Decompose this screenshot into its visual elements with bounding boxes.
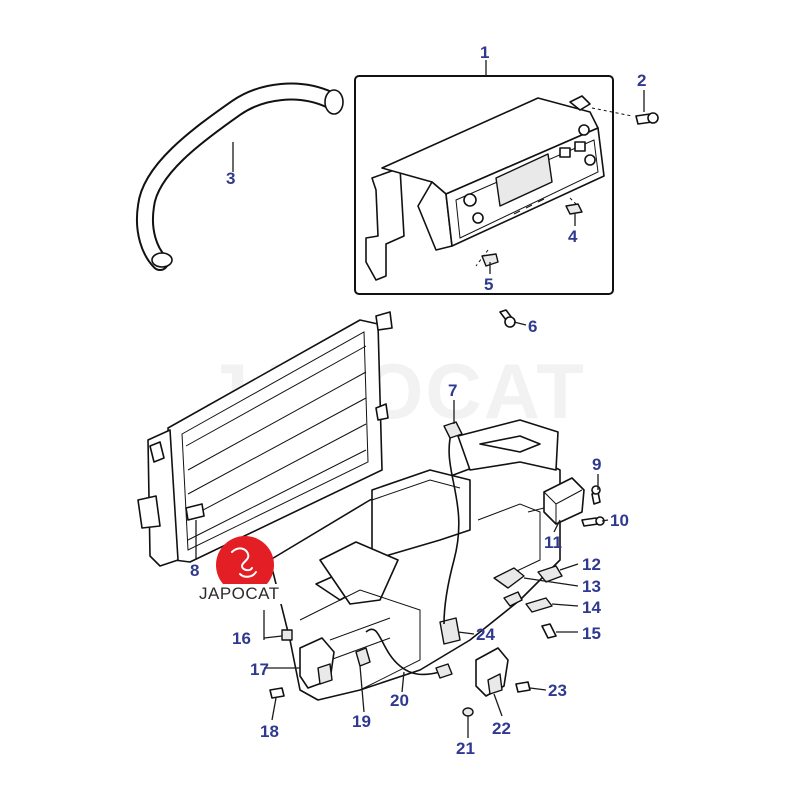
- panel-button: [578, 124, 590, 136]
- logo-text: JAPOCAT: [199, 584, 280, 603]
- callout-21: 21: [456, 739, 475, 758]
- panel-button: [472, 212, 484, 224]
- screw-part-10: [581, 516, 605, 527]
- panel-display: [495, 153, 553, 207]
- callout-labels: 1 2 3 4 5 6 7 8 9 10 11 12 13 14 15 16 1…: [190, 43, 646, 758]
- callout-11: 11: [544, 533, 562, 552]
- module-part-11: [527, 477, 585, 525]
- bracket-part-14: [525, 597, 553, 613]
- resistor-part-17: [299, 637, 335, 689]
- logo-circle: [216, 536, 274, 594]
- callout-10: 10: [610, 511, 629, 530]
- japocat-logo: JAPOCAT: [196, 536, 284, 604]
- callout-5: 5: [484, 275, 493, 294]
- panel-knob-left: [463, 193, 477, 207]
- panel-button: [559, 147, 571, 158]
- callout-4: 4: [568, 227, 578, 246]
- panel-button: [574, 141, 586, 152]
- grommet-part-16: [281, 629, 293, 641]
- panel-button: [584, 154, 596, 166]
- hose-part-3: [136, 82, 344, 271]
- callout-15: 15: [582, 624, 601, 643]
- leader-lines: [195, 60, 645, 738]
- screw-part-6: [499, 309, 516, 328]
- callout-22: 22: [492, 719, 511, 738]
- callout-3: 3: [226, 169, 235, 188]
- clip-part-4: [565, 203, 583, 215]
- callout-12: 12: [582, 555, 601, 574]
- panel-side: [417, 181, 453, 251]
- screw-part-18: [269, 687, 285, 699]
- cable-part-7: [443, 421, 463, 625]
- callout-7: 7: [448, 381, 457, 400]
- callout-1: 1: [480, 43, 489, 62]
- callout-23: 23: [548, 681, 567, 700]
- callout-24: 24: [476, 625, 495, 644]
- logo-mark: [231, 547, 257, 578]
- connector-part-12: [537, 565, 563, 583]
- callout-18: 18: [260, 722, 279, 741]
- heater-core-part-8: [137, 311, 393, 567]
- washer-part-21: [462, 707, 474, 717]
- clip-part-5: [481, 253, 499, 267]
- panel-bracket: [365, 167, 405, 281]
- callout-9: 9: [592, 455, 601, 474]
- motor-part-22: [475, 647, 509, 697]
- callout-19: 19: [352, 712, 371, 731]
- screw-part-23: [515, 681, 531, 693]
- sensor-part-24: [439, 617, 461, 645]
- callout-2: 2: [637, 71, 646, 90]
- callout-20: 20: [390, 691, 409, 710]
- actuator-part-13: [493, 567, 525, 589]
- callout-8: 8: [190, 561, 199, 580]
- screw-part-9: [591, 485, 601, 505]
- harness-part-20: [365, 628, 453, 679]
- heater-housing: [269, 419, 561, 701]
- callout-16: 16: [232, 629, 251, 648]
- screw-part-2: [635, 112, 659, 125]
- callout-13: 13: [582, 577, 601, 596]
- clip-part-19: [355, 647, 371, 667]
- callout-6: 6: [528, 317, 537, 336]
- callout-14: 14: [582, 598, 601, 617]
- control-panel-group: [354, 75, 633, 295]
- callout-17: 17: [250, 660, 269, 679]
- fastener-part-15: [541, 623, 557, 639]
